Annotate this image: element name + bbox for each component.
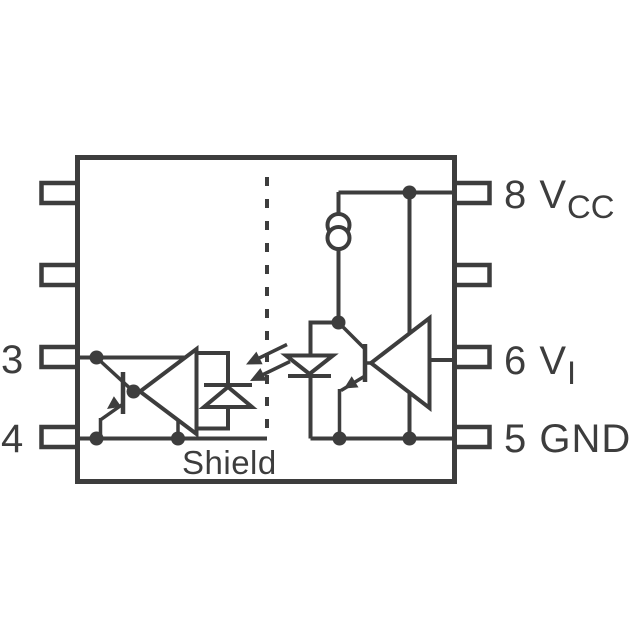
output-side-circuit <box>77 344 267 446</box>
output-transistor <box>95 356 135 439</box>
junction-dot <box>171 431 185 446</box>
ic-package-outline <box>75 155 457 484</box>
pin-pad-1 <box>39 180 80 206</box>
pin6-text: 6 V <box>504 339 568 383</box>
pin3-label: 3 <box>1 340 24 380</box>
led <box>280 353 339 377</box>
pin6-subscript: I <box>567 353 577 391</box>
light-arrow-head <box>246 351 263 365</box>
emitter-arrow-icon <box>107 396 122 409</box>
shield-text: Shield <box>182 444 277 481</box>
junction-dot <box>89 350 104 365</box>
junction-dot <box>332 431 347 446</box>
pin8-subscript: CC <box>567 187 615 225</box>
led-branch-wire <box>308 320 339 439</box>
pin3-number: 3 <box>1 338 25 382</box>
pin4-number: 4 <box>1 417 25 461</box>
pin5-label: 5 GND <box>504 419 631 459</box>
photodiode-loop-wire <box>196 351 230 431</box>
junction-dot <box>402 185 417 200</box>
collector-wire <box>95 356 135 393</box>
output-amplifier-triangle <box>136 344 199 439</box>
junction-dot <box>402 431 417 446</box>
junction-dot <box>89 431 104 446</box>
light-arrow-head <box>250 368 267 381</box>
emitter-arrow-icon <box>344 376 359 389</box>
shield-label: Shield <box>182 446 277 479</box>
pin6-label: 6 VI <box>504 339 576 389</box>
light-arrows-icon <box>246 342 291 381</box>
current-source-circle <box>325 225 352 251</box>
pin5-text: 5 GND <box>504 417 632 461</box>
input-buffer-triangle <box>367 313 432 413</box>
pin-pad-5 <box>452 424 492 450</box>
photodiode <box>198 384 258 409</box>
pin-pad-6 <box>452 344 492 370</box>
pin-pad-4 <box>39 424 80 450</box>
pin-pad-2 <box>39 262 80 288</box>
current-source <box>325 192 352 322</box>
pin8-text: 8 V <box>504 173 568 217</box>
pin-pad-7 <box>452 262 492 288</box>
junction-dots-left <box>89 350 185 446</box>
pin-pad-8 <box>452 180 492 206</box>
input-side-circuit <box>280 185 455 446</box>
pin4-label: 4 <box>1 419 24 459</box>
pin-pad-3 <box>39 344 80 370</box>
junction-dot <box>331 315 346 330</box>
junction-dot <box>126 384 141 399</box>
pin8-label: 8 VCC <box>504 173 614 223</box>
junction-dots-right <box>331 185 417 446</box>
